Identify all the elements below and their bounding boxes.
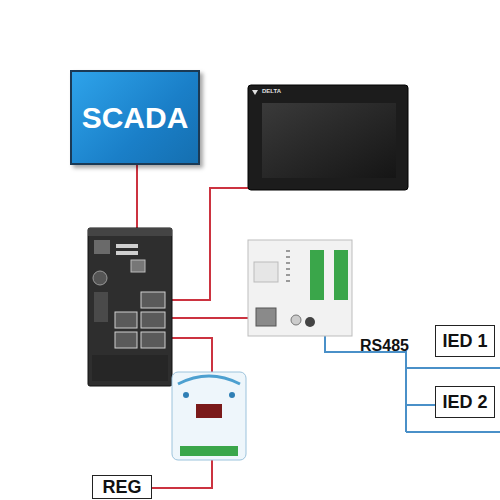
bus-label: RS485	[360, 337, 409, 355]
serial-gateway	[172, 372, 246, 460]
hmi-panel	[248, 85, 408, 190]
node-text: REG	[102, 477, 141, 498]
node-text: IED 2	[442, 392, 487, 413]
ethernet-switch	[88, 228, 172, 386]
ethernet-wires	[137, 165, 262, 488]
register-box: REG	[92, 475, 152, 499]
ied-box: IED 2	[435, 386, 495, 418]
ied-box: IED 1	[435, 325, 495, 357]
brand-logo: DELTA	[262, 88, 281, 94]
node-text: IED 1	[442, 331, 487, 352]
scada-box: SCADA	[70, 70, 200, 165]
node-text: SCADA	[82, 101, 189, 135]
plc-controller	[248, 240, 352, 336]
